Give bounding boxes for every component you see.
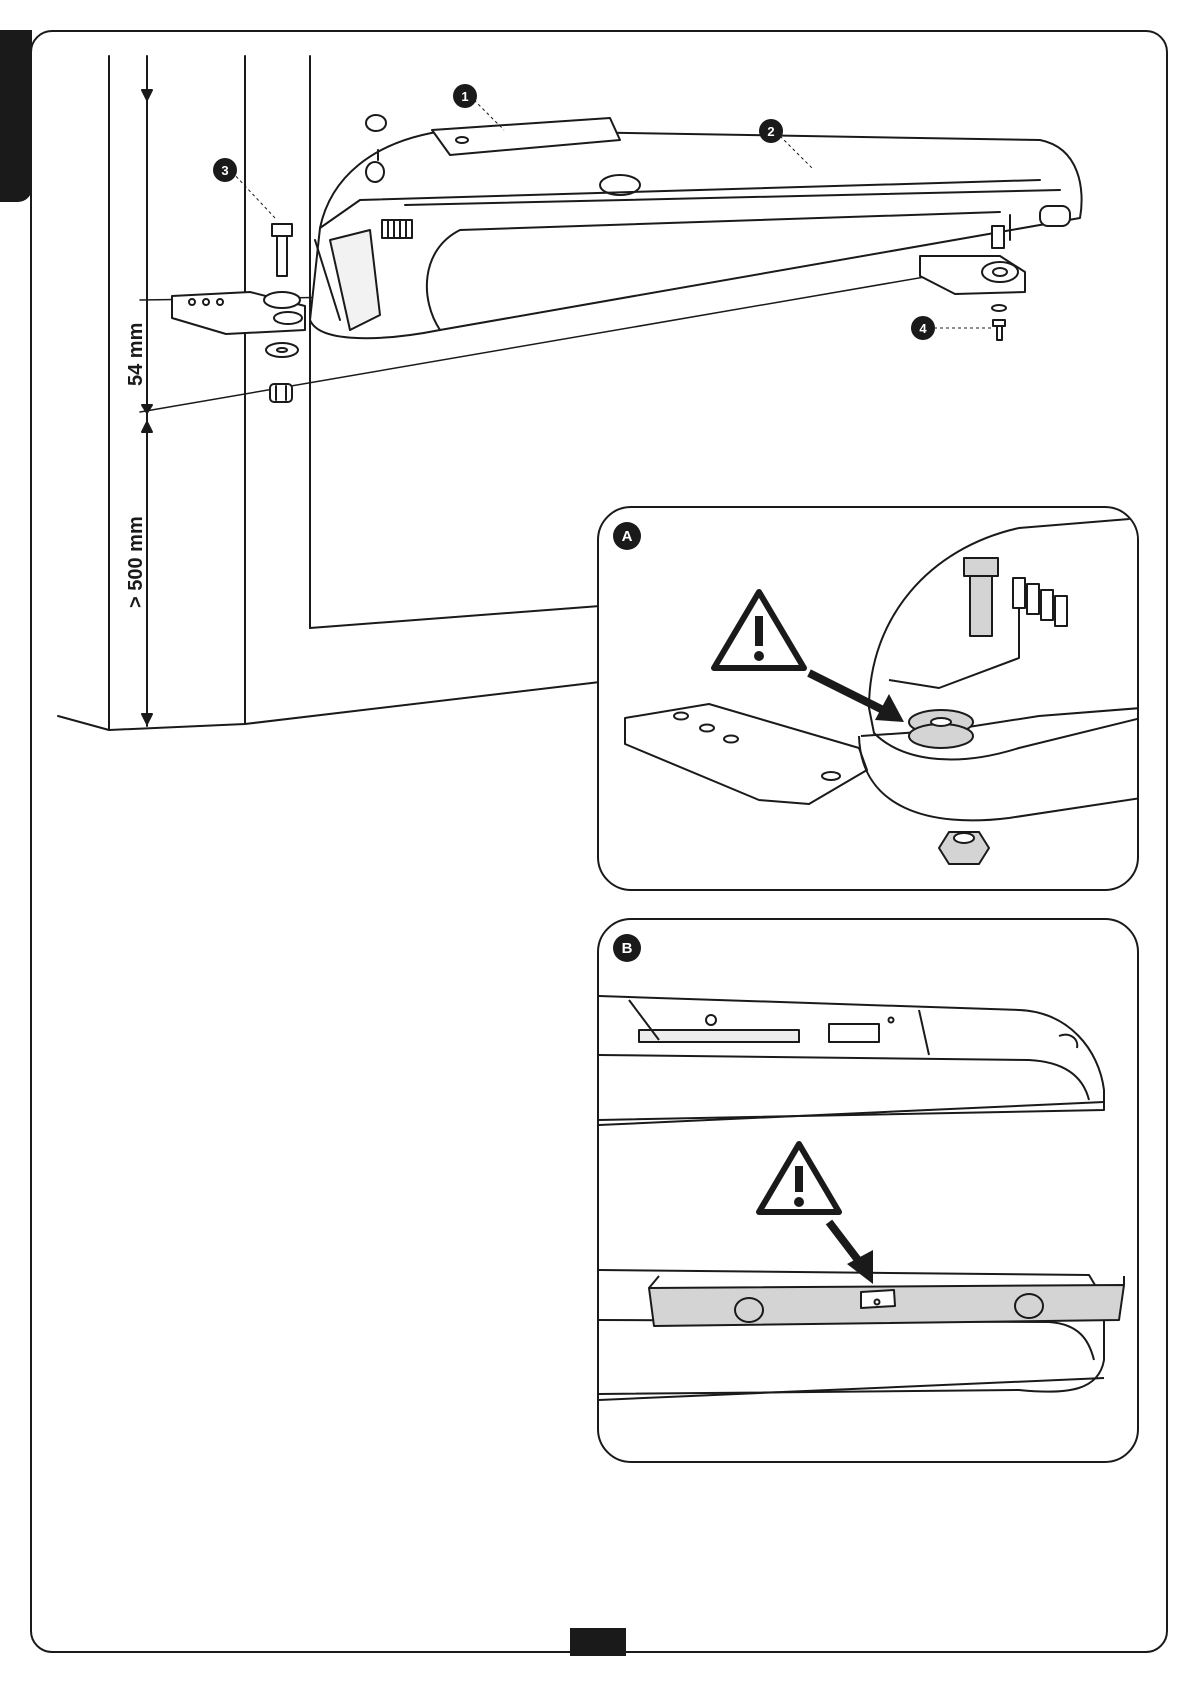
panel-b-warning-triangle-icon — [759, 1144, 839, 1212]
left-bolt-head — [272, 224, 292, 236]
left-bolt-shank — [277, 236, 287, 276]
panel-a-washer-bottom — [909, 724, 973, 748]
callout-1: 1 — [453, 84, 477, 108]
callout-4: 4 — [911, 316, 935, 340]
panel-b-illustration — [599, 920, 1139, 1463]
svg-text:3: 3 — [221, 163, 228, 178]
svg-text:2: 2 — [767, 124, 774, 139]
left-washer — [264, 292, 300, 308]
panel-a-illustration — [599, 508, 1139, 891]
panel-a-bolt-shank — [970, 576, 992, 636]
panel-a-bracket-plate — [625, 704, 867, 804]
right-bolt — [997, 326, 1002, 340]
panel-a-bolt-head — [964, 558, 998, 576]
detail-panel-a: A — [597, 506, 1139, 891]
svg-text:4: 4 — [919, 321, 927, 336]
dimension-label-500mm: > 500 mm — [125, 516, 147, 608]
operator-body — [310, 130, 1082, 338]
panel-a-warning-triangle-icon — [714, 592, 804, 668]
svg-text:1: 1 — [461, 89, 468, 104]
page-number-box — [570, 1628, 626, 1656]
left-nut — [270, 384, 292, 402]
dimension-label-54mm: 54 mm — [125, 323, 147, 386]
detail-panel-b: B — [597, 918, 1139, 1463]
callout-2: 2 — [759, 119, 783, 143]
cap-screw — [366, 115, 386, 131]
callout-3: 3 — [213, 158, 237, 182]
